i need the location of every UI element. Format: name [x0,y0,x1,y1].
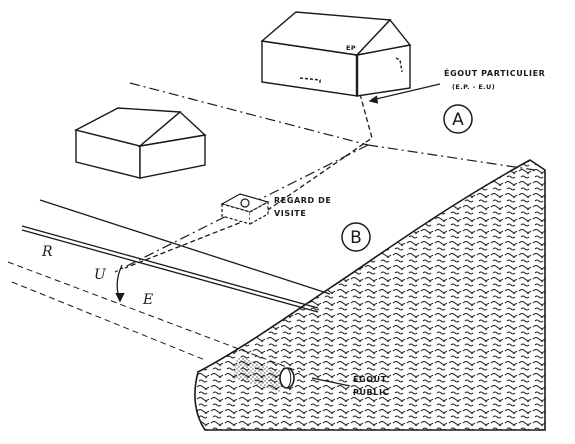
egout-particulier-sublabel: (E.P. - E.U) [452,83,495,91]
egout-particulier-label: ÉGOUT PARTICULIER [444,67,545,78]
ground-cross-section [194,159,546,431]
road-crossing-arrow [115,264,125,303]
leader-lines [311,83,441,387]
house-with-gutter [260,11,412,97]
gutter-label: EP [346,44,356,52]
regard-label: REGARD DE [274,196,331,205]
rue-letter-u: U [94,267,107,283]
egout-public-sublabel: PUBLIC [353,388,389,397]
egout-public-label: ÉGOUT [353,373,387,384]
zone-a-label: A [452,110,464,130]
zone-b-circle [341,222,371,252]
inspection-chamber [220,193,270,225]
road-kerbs [21,199,331,313]
rue-letter-e: E [142,292,153,308]
sewer-trench [232,356,285,392]
rue-letter-r: R [41,244,53,260]
house-left [74,107,207,179]
zone-b-label: B [350,228,362,248]
road-edges [7,261,301,373]
regard-sublabel: VISITE [274,209,306,218]
zone-a-circle [443,104,473,134]
public-sewer-pipe [279,367,295,389]
private-sewer-line [124,93,373,269]
